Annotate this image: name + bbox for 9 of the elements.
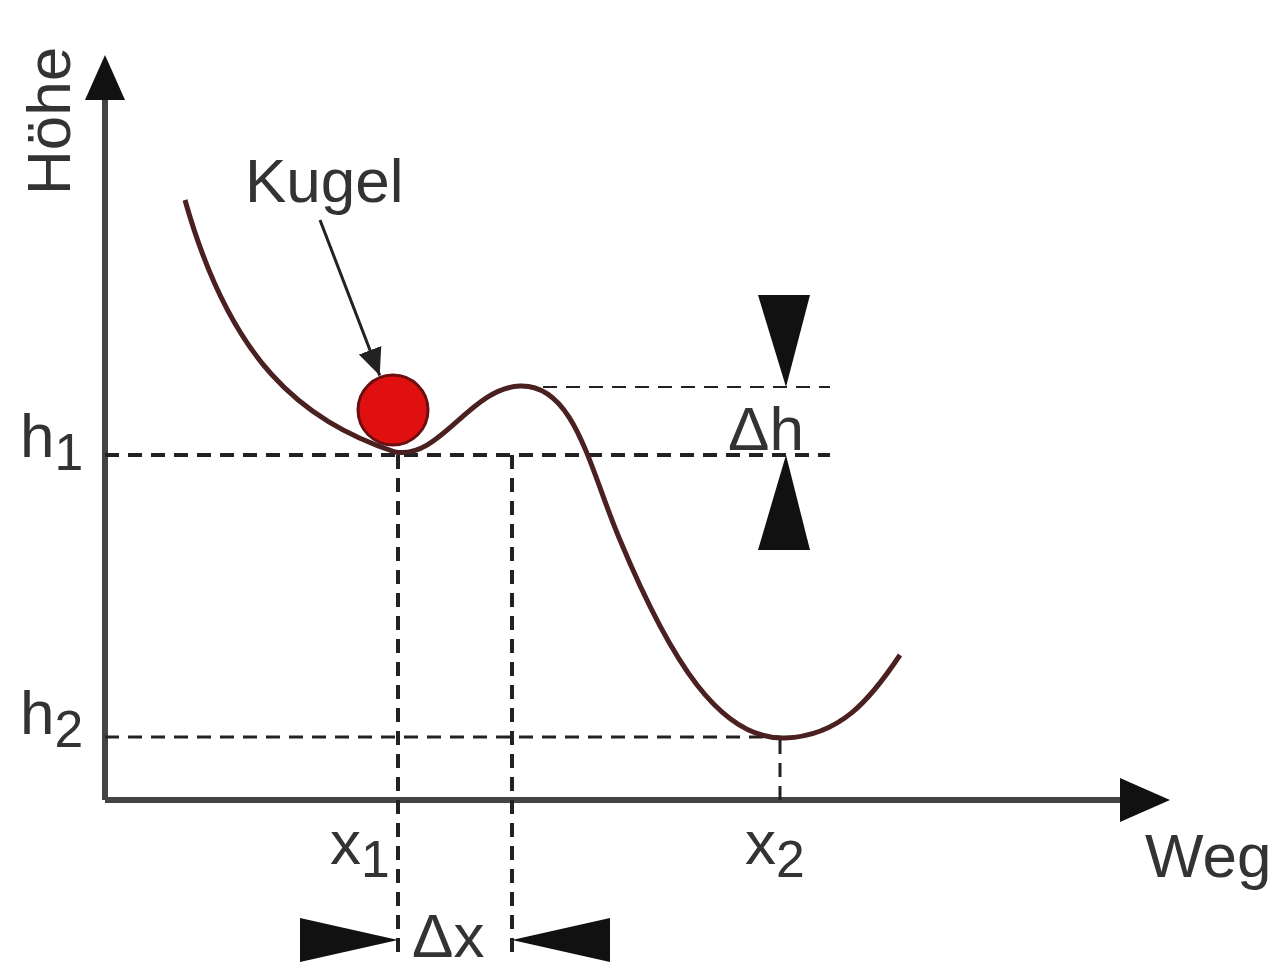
leader-line bbox=[318, 219, 382, 376]
height-label: h$_{1}$ bbox=[20, 405, 84, 480]
ball bbox=[356, 373, 430, 447]
axis-label: Höhe bbox=[18, 46, 80, 195]
dimension-label: Δx bbox=[412, 905, 485, 967]
height-label: h$_{2}$ bbox=[20, 682, 84, 757]
position-label: x$_{2}$ bbox=[745, 812, 805, 887]
dimension-label: Δh bbox=[728, 398, 804, 460]
position-label: x$_{1}$ bbox=[330, 812, 390, 887]
